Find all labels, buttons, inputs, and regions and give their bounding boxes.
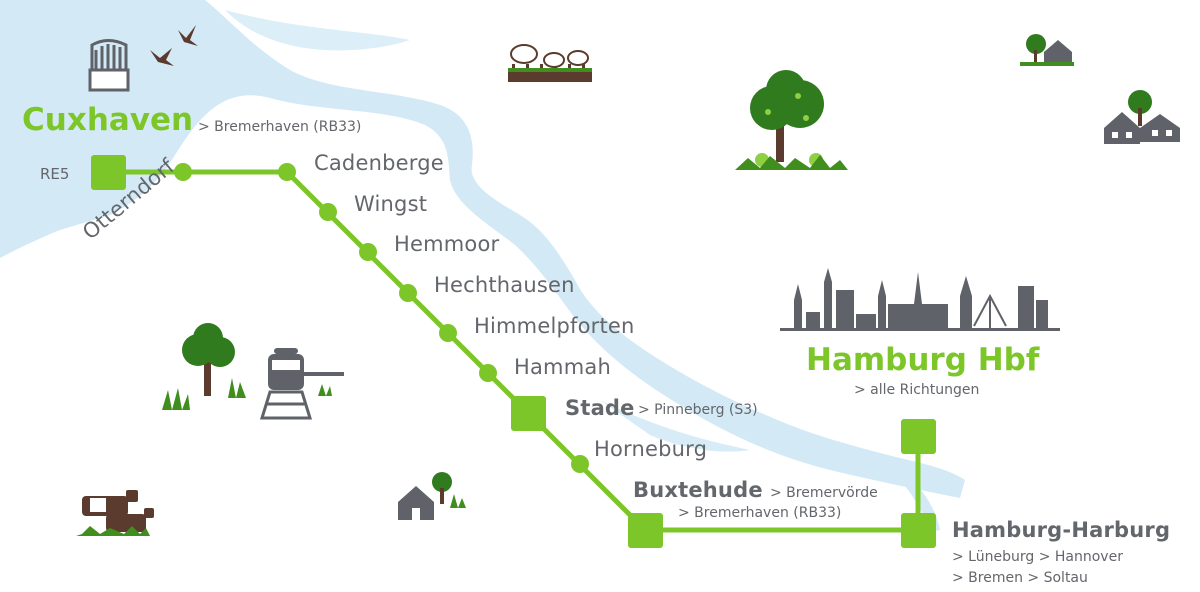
harburg-connection-2: > Bremen > Soltau xyxy=(952,570,1088,586)
stop-buxtehude[interactable] xyxy=(628,513,663,548)
house-tree-icon xyxy=(1020,34,1074,66)
station-hechthausen: Hechthausen xyxy=(434,273,575,297)
hamburg-skyline-icon xyxy=(780,268,1060,331)
station-hammah: Hammah xyxy=(514,355,611,379)
stade-connection: > Pinneberg (S3) xyxy=(638,402,758,418)
houses-icon xyxy=(1104,90,1180,144)
city-hamburg-hbf: Hamburg Hbf xyxy=(806,342,1040,378)
station-wingst: Wingst xyxy=(354,192,428,216)
apple-tree-icon xyxy=(735,70,848,170)
hamburg-hbf-connection: > alle Richtungen xyxy=(854,382,980,398)
stop-himmelpforten[interactable] xyxy=(439,324,457,342)
line-label: RE5 xyxy=(40,165,70,183)
stop-hemmoor[interactable] xyxy=(359,243,377,261)
stop-cuxhaven[interactable] xyxy=(91,155,126,190)
stop-hamburg-hbf[interactable] xyxy=(901,419,936,454)
harburg-connection-1: > Lüneburg > Hannover xyxy=(952,549,1123,565)
station-horneburg: Horneburg xyxy=(594,437,708,461)
stop-wingst[interactable] xyxy=(319,203,337,221)
stop-hammah[interactable] xyxy=(479,364,497,382)
city-cuxhaven: Cuxhaven xyxy=(22,102,194,138)
stop-otterndorf[interactable] xyxy=(174,163,192,181)
major-stops xyxy=(91,155,936,548)
stop-hamburg-harburg[interactable] xyxy=(901,513,936,548)
cows-icon xyxy=(76,490,154,536)
cuxhaven-connection: > Bremerhaven (RB33) xyxy=(198,119,362,135)
tree-icon xyxy=(162,323,332,410)
route-stops xyxy=(174,163,589,473)
birds-icon xyxy=(150,25,198,66)
station-hamburg-harburg: Hamburg-Harburg xyxy=(952,518,1171,542)
station-stade: Stade xyxy=(565,396,635,420)
stop-stade[interactable] xyxy=(511,396,546,431)
station-cadenberge: Cadenberge xyxy=(314,151,444,175)
buxtehude-connection-1: > Bremervörde xyxy=(770,485,878,501)
locomotive-icon xyxy=(259,348,344,420)
station-himmelpforten: Himmelpforten xyxy=(474,314,635,338)
station-hemmoor: Hemmoor xyxy=(394,232,500,256)
buxtehude-connection-2: > Bremerhaven (RB33) xyxy=(678,505,842,521)
stop-cadenberge[interactable] xyxy=(278,163,296,181)
station-buxtehude: Buxtehude xyxy=(633,478,763,502)
stop-hechthausen[interactable] xyxy=(399,284,417,302)
stop-horneburg[interactable] xyxy=(571,455,589,473)
house-icon xyxy=(398,472,466,520)
elbe-river xyxy=(0,0,965,532)
beach-chair-icon xyxy=(88,39,130,92)
sheep-icon xyxy=(508,44,592,82)
